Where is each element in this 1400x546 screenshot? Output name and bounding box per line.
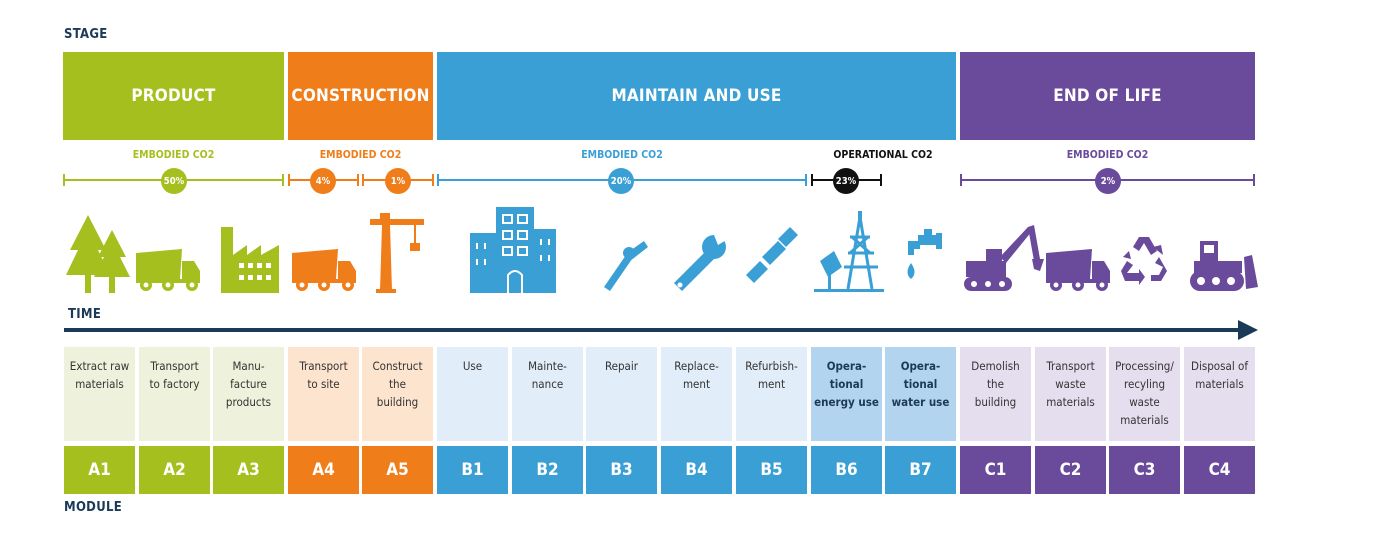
truck-icon <box>136 249 200 291</box>
module-code-b6: B6 <box>811 446 882 494</box>
stage-construction: CONSTRUCTION <box>288 52 433 140</box>
co2-percent-a4: 4% <box>310 168 336 194</box>
co2-tick <box>811 174 813 186</box>
module-code-a5: A5 <box>362 446 433 494</box>
module-code-c3: C3 <box>1109 446 1180 494</box>
stage-axis-label: STAGE <box>64 27 108 42</box>
co2-tick <box>880 174 882 186</box>
co2-percent-end-of-life: 2% <box>1095 168 1121 194</box>
co2-tick <box>805 174 807 186</box>
module-code-a2: A2 <box>139 446 210 494</box>
co2-percent-maintain: 20% <box>608 168 634 194</box>
crane-icon <box>370 213 424 293</box>
co2-tick <box>437 174 439 186</box>
co2-label-product: EMBODIED CO2 <box>132 149 215 161</box>
factory-icon <box>221 227 279 293</box>
brush-icon <box>746 227 798 283</box>
time-axis-label: TIME <box>68 307 102 322</box>
module-code-a4: A4 <box>288 446 359 494</box>
recycle-icon <box>1121 237 1167 285</box>
co2-percent-operational: 23% <box>833 168 859 194</box>
module-code-b5: B5 <box>736 446 807 494</box>
co2-tick <box>63 174 65 186</box>
module-code-b2: B2 <box>512 446 583 494</box>
stage-maintain-and-use: MAINTAIN AND USE <box>437 52 956 140</box>
co2-tick <box>432 174 434 186</box>
co2-label-maintain: EMBODIED CO2 <box>581 149 663 161</box>
co2-label-operational: OPERATIONAL CO2 <box>833 149 933 161</box>
module-code-c4: C4 <box>1184 446 1255 494</box>
module-code-b3: B3 <box>586 446 657 494</box>
wrench-icon <box>674 229 728 291</box>
module-code-a1: A1 <box>64 446 135 494</box>
time-arrow <box>64 320 1258 340</box>
module-code-c1: C1 <box>960 446 1031 494</box>
co2-tick <box>362 174 364 186</box>
tap-icon <box>907 229 942 279</box>
stage-product: PRODUCT <box>63 52 284 140</box>
module-code-c2: C2 <box>1035 446 1106 494</box>
co2-tick <box>960 174 962 186</box>
co2-tick <box>1253 174 1255 186</box>
truck-icon <box>292 249 356 291</box>
module-code-a3: A3 <box>213 446 284 494</box>
co2-label-end-of-life: EMBODIED CO2 <box>1066 149 1149 161</box>
truck-icon <box>1046 249 1110 291</box>
module-desc-b1: Use <box>437 347 508 441</box>
module-desc-b4: Replace-ment <box>661 347 732 441</box>
bulldozer-icon <box>1190 241 1258 291</box>
module-code-b4: B4 <box>661 446 732 494</box>
co2-label-construction: EMBODIED CO2 <box>319 149 402 161</box>
building-icon <box>470 207 556 293</box>
module-code-b7: B7 <box>885 446 956 494</box>
excavator-icon <box>964 225 1044 291</box>
co2-tick <box>288 174 290 186</box>
co2-percent-product: 50% <box>161 168 187 194</box>
pliers-icon <box>604 241 648 291</box>
co2-percent-a5: 1% <box>385 168 411 194</box>
stage-end-of-life: END OF LIFE <box>960 52 1255 140</box>
module-desc-b3: Repair <box>586 347 657 441</box>
co2-tick <box>357 174 359 186</box>
co2-tick <box>282 174 284 186</box>
solar-pylon-icon <box>814 211 884 292</box>
module-code-b1: B1 <box>437 446 508 494</box>
module-desc-b2: Mainte-nance <box>512 347 583 441</box>
trees-icon <box>66 215 130 293</box>
module-axis-label: MODULE <box>64 500 123 515</box>
module-desc-b5: Refurbish-ment <box>736 347 807 441</box>
